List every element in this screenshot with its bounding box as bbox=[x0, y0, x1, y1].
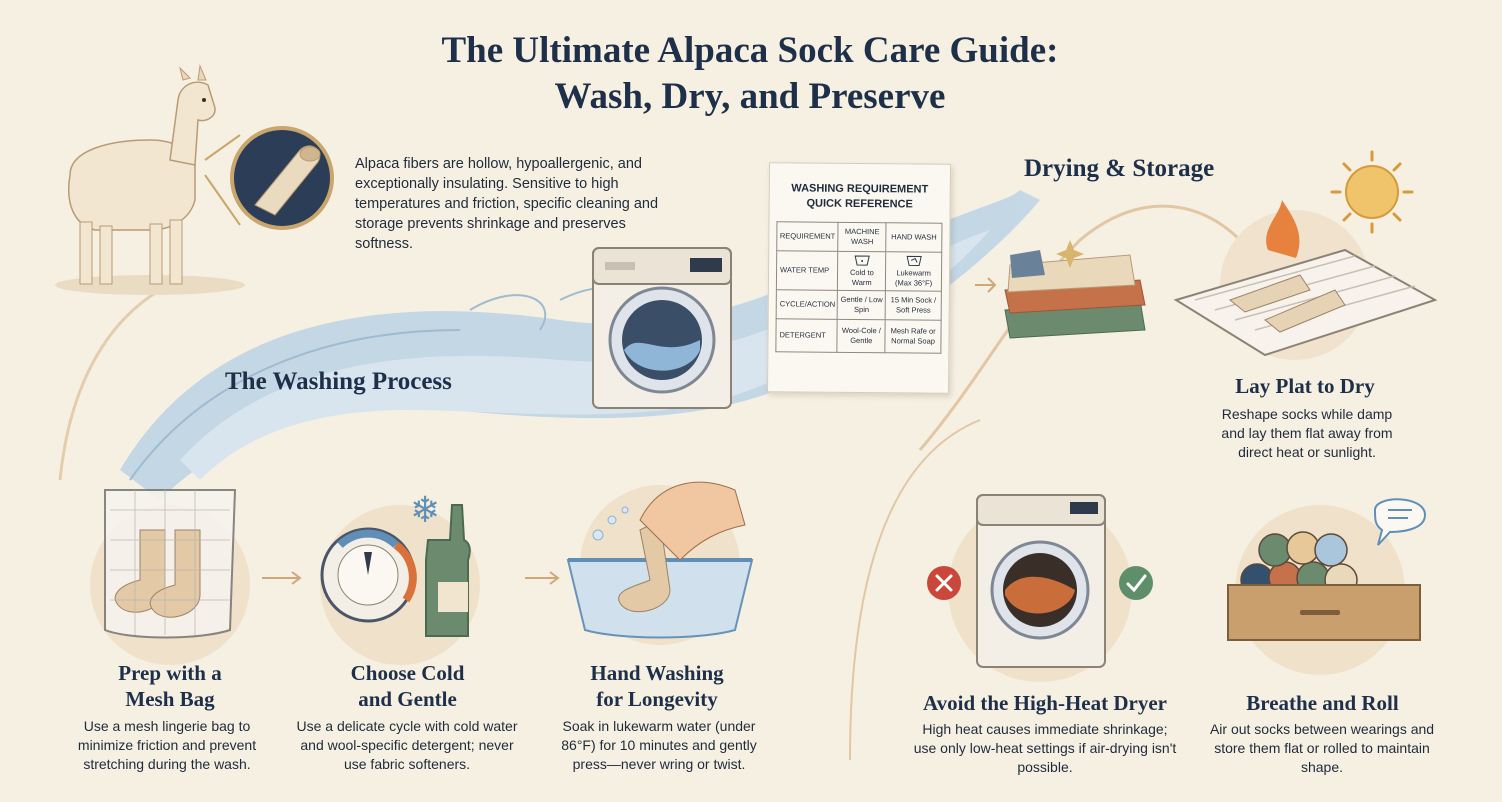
mesh-bag-illustration bbox=[90, 489, 250, 665]
wash-tub-icon bbox=[854, 255, 870, 266]
table-header: REQUIREMENT bbox=[776, 221, 839, 252]
folded-socks-illustration bbox=[1004, 240, 1146, 339]
table-cell: Wool-Cole / Gentle bbox=[837, 319, 886, 353]
table-row: CYCLE/ACTION Gentle / Low Spin 15 Min So… bbox=[776, 289, 942, 321]
svg-text:❄: ❄ bbox=[410, 490, 440, 531]
drying-breathe-roll-desc: Air out socks between wearings and store… bbox=[1209, 721, 1435, 775]
alpaca-illustration bbox=[55, 64, 245, 295]
drying-avoid-dryer-title: Avoid the High-Heat Dryer bbox=[923, 691, 1167, 715]
table-cell: CYCLE/ACTION bbox=[776, 289, 838, 320]
step-hand-wash-title: Hand Washing for Longevity bbox=[590, 661, 724, 711]
table-cell: Cold to Warm bbox=[837, 251, 886, 291]
fiber-magnifier bbox=[204, 126, 334, 230]
drying-section-title: Drying & Storage bbox=[1024, 155, 1215, 182]
step-cold-gentle-desc: Use a delicate cycle with cold water and… bbox=[296, 718, 518, 772]
drying-lay-flat-title: Lay Plat to Dry bbox=[1235, 374, 1375, 398]
sun-illustration bbox=[1330, 150, 1414, 234]
drying-lay-flat-desc: Reshape socks while damp and lay them fl… bbox=[1221, 406, 1393, 460]
page-title: The Ultimate Alpaca Sock Care Guide: Was… bbox=[300, 28, 1200, 120]
reference-title: WASHING REQUIREMENT QUICK REFERENCE bbox=[791, 182, 929, 211]
table-cell: Lukewarm (Max 36°F) bbox=[885, 251, 942, 292]
page-title-line2: Wash, Dry, and Preserve bbox=[554, 76, 946, 117]
step-hand-wash-desc: Soak in lukewarm water (under 86°F) for … bbox=[561, 718, 757, 772]
drying-breathe-roll-title: Breathe and Roll bbox=[1246, 691, 1399, 715]
washing-machine-illustration bbox=[592, 247, 732, 409]
hand-wash-illustration bbox=[566, 481, 754, 645]
dial-detergent-illustration: ❄ bbox=[320, 490, 480, 665]
table-cell: 15 Min Sock / Soft Press bbox=[885, 290, 942, 321]
step-mesh-bag-title: Prep with a Mesh Bag bbox=[118, 661, 222, 711]
dryer-illustration bbox=[927, 494, 1153, 682]
table-cell: DETERGENT bbox=[775, 318, 838, 353]
step-mesh-bag-desc: Use a mesh lingerie bag to minimize fric… bbox=[77, 718, 257, 772]
drawer-illustration bbox=[1227, 498, 1427, 675]
page-title-line1: The Ultimate Alpaca Sock Care Guide: bbox=[441, 30, 1059, 71]
intro-text: Alpaca fibers are hollow, hypoallergenic… bbox=[355, 156, 659, 252]
step-cold-gentle-title: Choose Cold and Gentle bbox=[350, 661, 465, 711]
table-cell: WATER TEMP bbox=[776, 250, 839, 291]
table-cell: Gentle / Low Spin bbox=[837, 290, 886, 320]
hand-wash-tub-icon bbox=[906, 255, 922, 267]
washing-section-title: The Washing Process bbox=[225, 368, 452, 395]
drying-avoid-dryer-desc: High heat causes immediate shrinkage; us… bbox=[913, 721, 1177, 775]
table-row: DETERGENT Wool-Cole / Gentle Mesh Rafe o… bbox=[775, 318, 942, 354]
table-row: WATER TEMP Cold to Warm Lukewarm (Max 36… bbox=[776, 250, 942, 292]
reference-table: REQUIREMENT MACHINE WASH HAND WASH WATER… bbox=[775, 221, 942, 354]
table-cell: Mesh Rafe or Normal Soap bbox=[885, 319, 942, 354]
drying-rack-illustration bbox=[1173, 200, 1438, 360]
table-header: HAND WASH bbox=[885, 222, 942, 253]
quick-reference-card: WASHING REQUIREMENT QUICK REFERENCE REQU… bbox=[766, 162, 952, 394]
table-header: MACHINE WASH bbox=[838, 222, 887, 252]
